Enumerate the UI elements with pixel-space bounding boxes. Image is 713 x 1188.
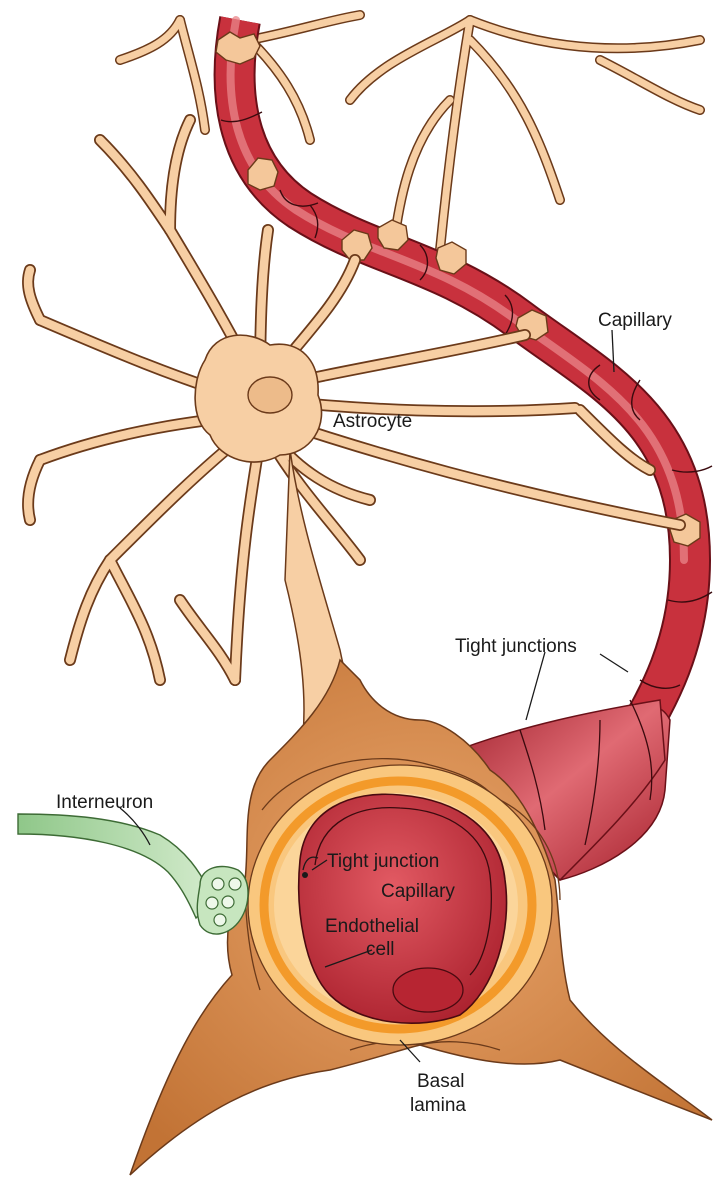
tight-junction-marker (302, 872, 308, 878)
label-endothelial-line1: Endothelial (325, 916, 419, 937)
label-basal-line1: Basal (417, 1071, 465, 1092)
interneuron (17, 813, 249, 935)
astrocyte-nucleus (247, 376, 293, 414)
labels: Capillary Astrocyte Tight junctions Inte… (56, 310, 672, 1116)
capillary-cross-section (297, 793, 508, 1024)
capillary-cell-borders (220, 111, 713, 689)
label-astrocyte: Astrocyte (333, 411, 412, 432)
label-capillary-cross: Capillary (381, 881, 455, 902)
astrocyte-processes-top (115, 10, 705, 255)
label-interneuron: Interneuron (56, 792, 153, 813)
astrocyte-soma (194, 334, 323, 463)
endothelial-nucleus (392, 967, 464, 1013)
basal-lamina-ring (259, 776, 537, 1034)
capillary-endfeet (215, 31, 701, 547)
label-basal-line2: lamina (410, 1095, 466, 1116)
label-tight-junctions: Tight junctions (455, 636, 577, 657)
label-endothelial-line2: cell (366, 939, 395, 960)
leader-lines (119, 329, 629, 1063)
synaptic-vesicles (205, 877, 242, 927)
cross-section (129, 658, 713, 1176)
label-tight-junction: Tight junction (327, 851, 439, 872)
label-capillary: Capillary (598, 310, 672, 331)
